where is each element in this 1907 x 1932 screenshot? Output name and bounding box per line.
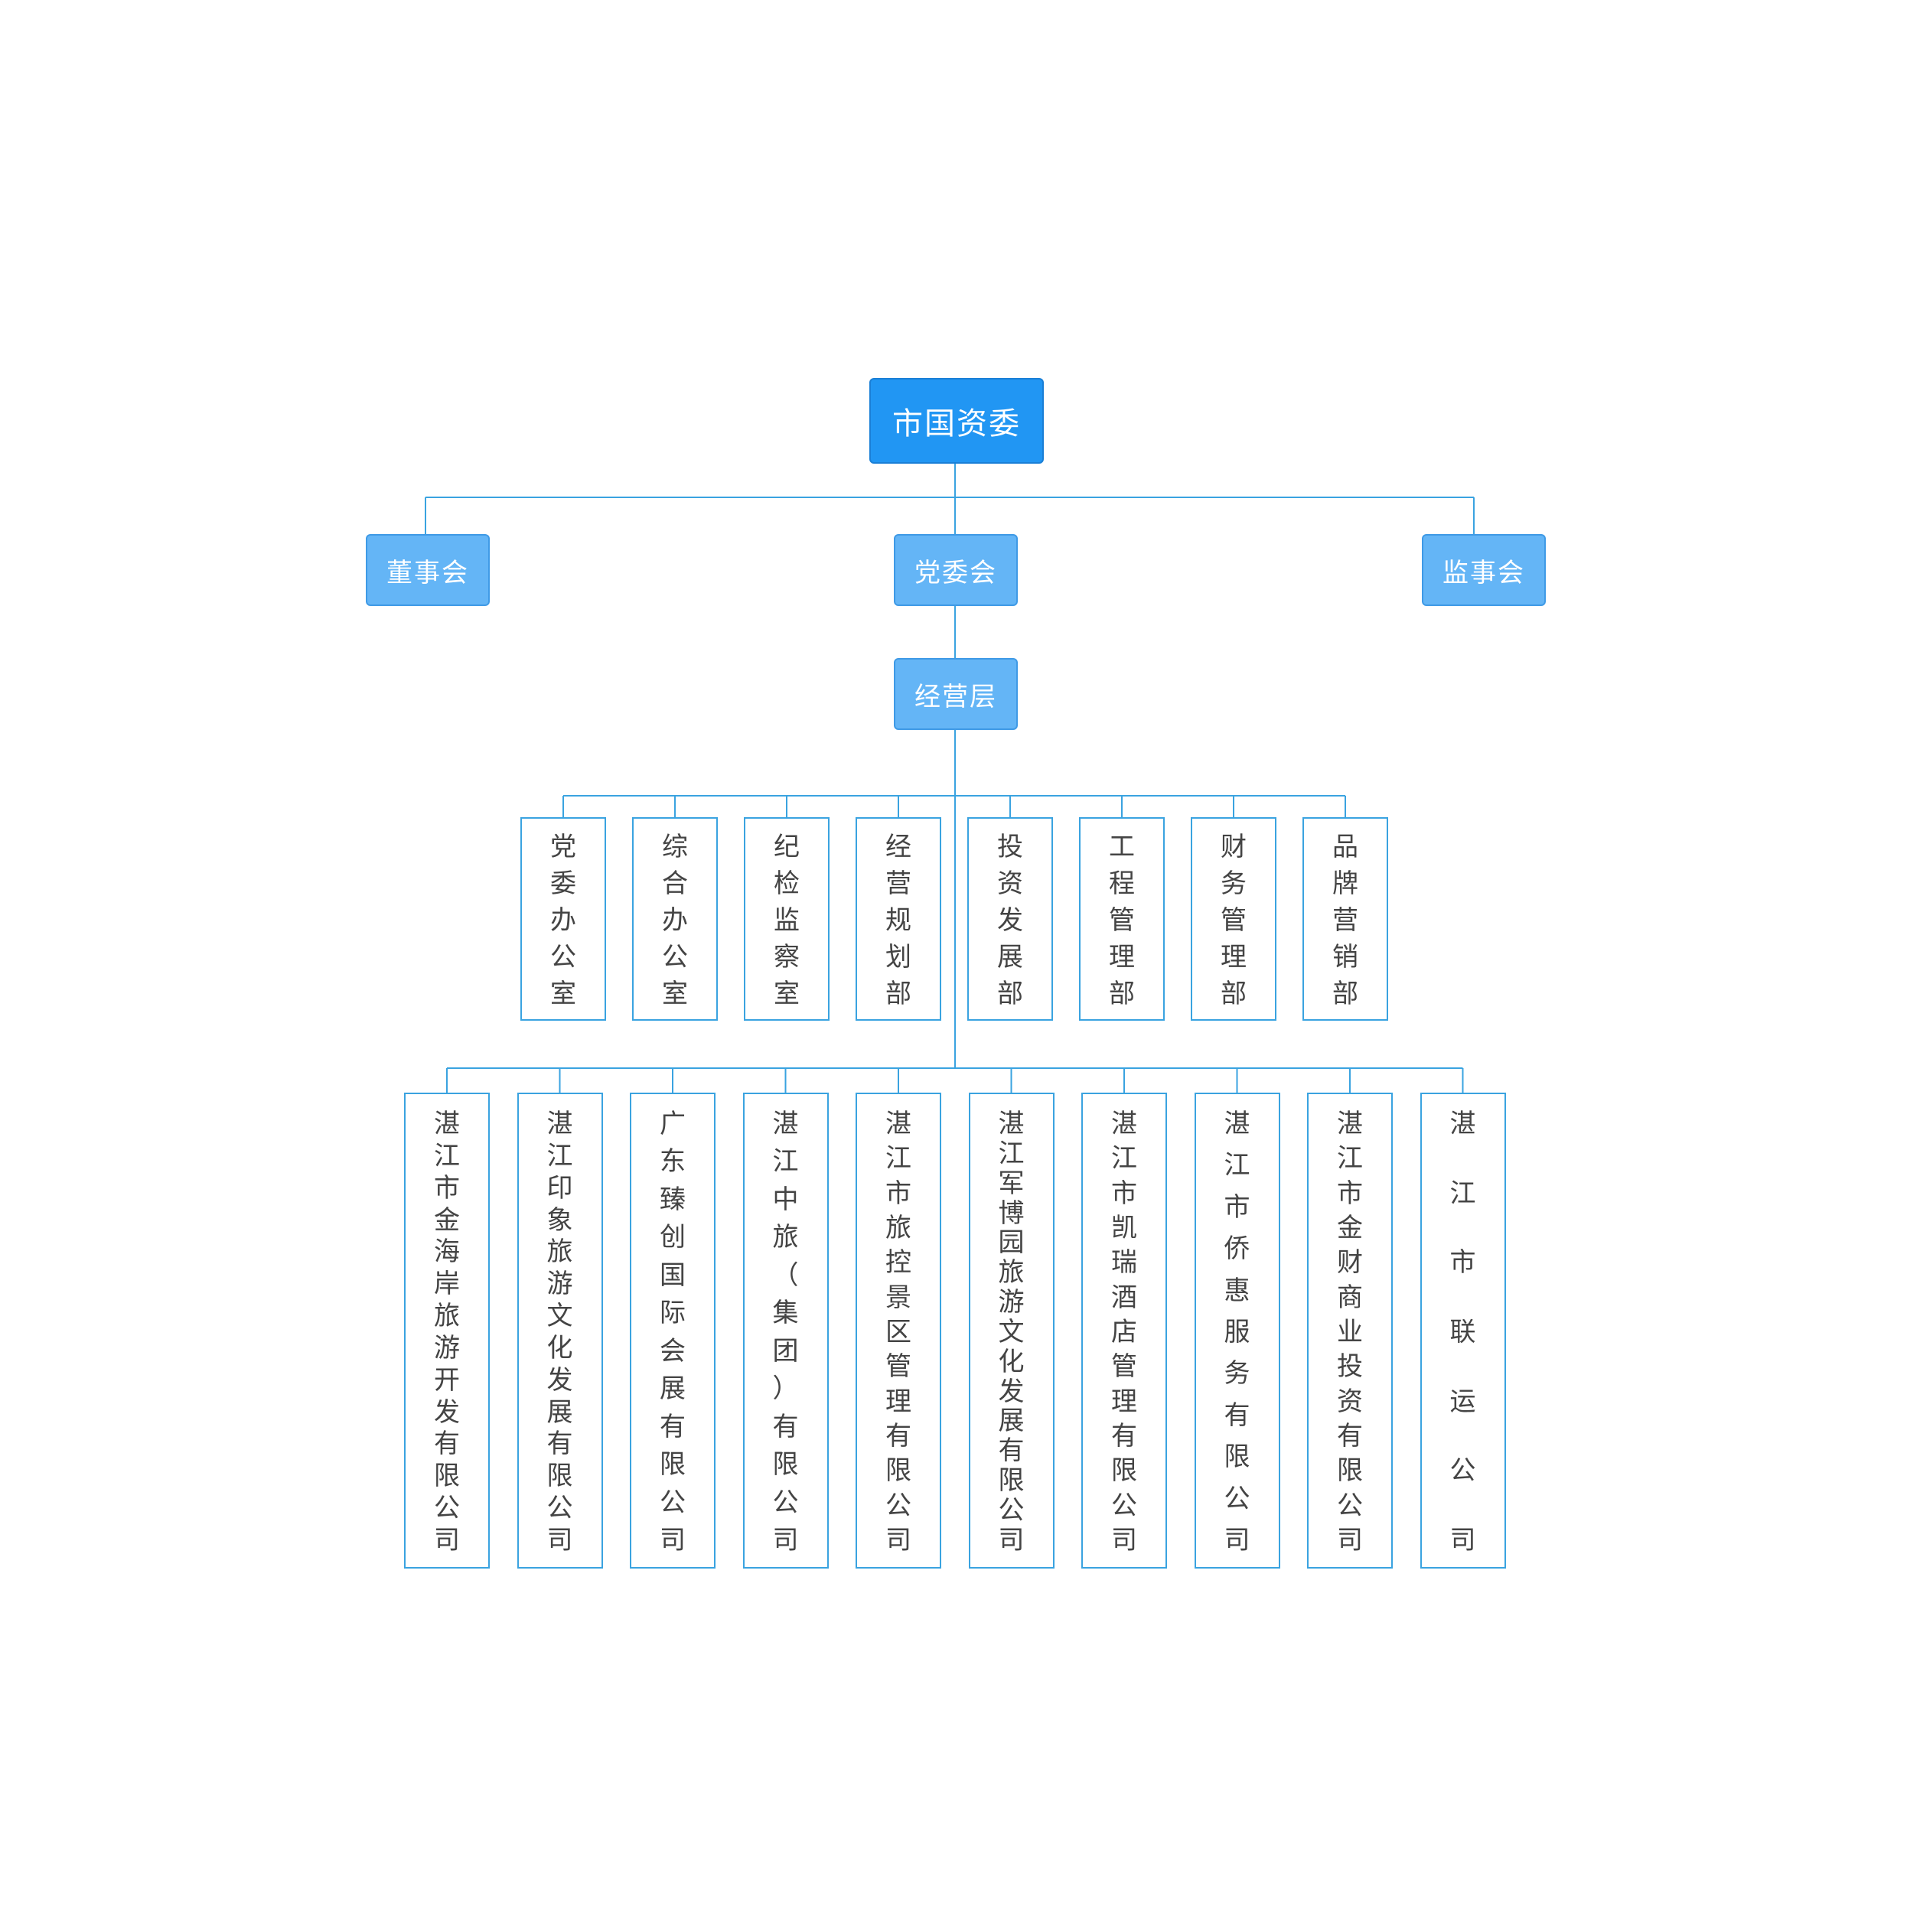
company-box: 湛江市金财商业投资有限公司 bbox=[1307, 1093, 1393, 1569]
company-label: 湛江市联运公司 bbox=[1449, 1109, 1476, 1556]
company-box: 广东臻创国际会展有限公司 bbox=[630, 1093, 716, 1569]
company-box: 湛江市旅控景区管理有限公司 bbox=[856, 1093, 941, 1569]
department-box: 财务管理部 bbox=[1191, 817, 1276, 1021]
company-label: 湛江市侨惠服务有限公司 bbox=[1224, 1109, 1250, 1556]
department-box: 综合办公室 bbox=[632, 817, 718, 1021]
company-box: 湛江市金海岸旅游开发有限公司 bbox=[404, 1093, 490, 1569]
department-box: 品牌营销部 bbox=[1302, 817, 1388, 1021]
company-box: 湛江军博园旅游文化发展有限公司 bbox=[968, 1093, 1055, 1569]
department-box: 投资发展部 bbox=[967, 817, 1053, 1021]
department-box: 纪检监察室 bbox=[744, 817, 830, 1021]
supervisory-board-node: 监事会 bbox=[1422, 534, 1546, 606]
department-label: 党委办公室 bbox=[550, 832, 576, 1009]
company-box: 湛江印象旅游文化发展有限公司 bbox=[517, 1093, 603, 1569]
department-box: 经营规划部 bbox=[856, 817, 941, 1021]
company-label: 湛江中旅（集团）有限公司 bbox=[772, 1109, 799, 1556]
company-box: 湛江中旅（集团）有限公司 bbox=[742, 1093, 829, 1569]
department-label: 纪检监察室 bbox=[774, 832, 800, 1009]
department-box: 工程管理部 bbox=[1079, 817, 1165, 1021]
root-node: 市国资委 bbox=[869, 378, 1044, 464]
management-label: 经营层 bbox=[914, 681, 997, 712]
board-label: 董事会 bbox=[386, 557, 469, 588]
department-label: 财务管理部 bbox=[1221, 832, 1247, 1009]
company-label: 湛江市金财商业投资有限公司 bbox=[1337, 1109, 1363, 1556]
department-label: 经营规划部 bbox=[885, 832, 911, 1009]
party-committee-label: 党委会 bbox=[914, 557, 997, 588]
department-label: 品牌营销部 bbox=[1332, 832, 1358, 1009]
board-node: 董事会 bbox=[366, 534, 490, 606]
company-label: 湛江印象旅游文化发展有限公司 bbox=[546, 1109, 573, 1556]
company-label: 湛江市凯瑞酒店管理有限公司 bbox=[1111, 1109, 1137, 1556]
company-label: 湛江市金海岸旅游开发有限公司 bbox=[434, 1109, 460, 1556]
supervisory-board-label: 监事会 bbox=[1442, 557, 1525, 588]
company-box: 湛江市侨惠服务有限公司 bbox=[1194, 1093, 1280, 1569]
management-node: 经营层 bbox=[894, 658, 1018, 730]
root-label: 市国资委 bbox=[892, 406, 1021, 441]
department-label: 投资发展部 bbox=[997, 832, 1023, 1009]
company-box: 湛江市联运公司 bbox=[1420, 1093, 1506, 1569]
department-label: 工程管理部 bbox=[1109, 832, 1135, 1009]
department-label: 综合办公室 bbox=[662, 832, 688, 1009]
company-label: 广东臻创国际会展有限公司 bbox=[660, 1109, 686, 1556]
company-label: 湛江军博园旅游文化发展有限公司 bbox=[998, 1109, 1025, 1556]
party-committee-node: 党委会 bbox=[894, 534, 1018, 606]
department-box: 党委办公室 bbox=[520, 817, 606, 1021]
company-box: 湛江市凯瑞酒店管理有限公司 bbox=[1081, 1093, 1167, 1569]
company-label: 湛江市旅控景区管理有限公司 bbox=[885, 1109, 911, 1556]
